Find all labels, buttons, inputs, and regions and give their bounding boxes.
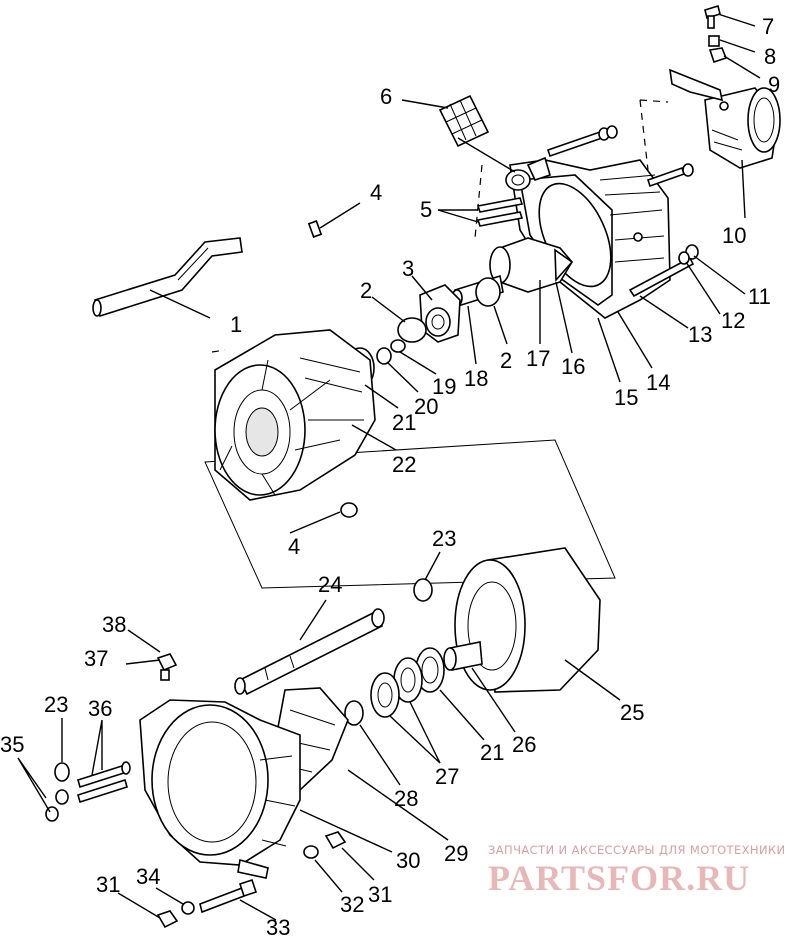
callout-17: 17: [526, 346, 550, 371]
callout-23-upper: 23: [432, 526, 456, 551]
part-bolt-33: [199, 878, 258, 914]
part-washer-34: [181, 901, 195, 915]
callout-3: 3: [402, 256, 414, 281]
part-seal-pair: [370, 657, 423, 718]
callout-24: 24: [318, 572, 342, 597]
part-ring-clip: [397, 317, 427, 343]
callout-5: 5: [420, 197, 432, 222]
part-plug: [340, 502, 358, 518]
part-grease-fitting: [156, 653, 178, 681]
part-grid-gasket: [438, 94, 490, 148]
part-nut-top: [708, 47, 728, 64]
part-shaft-adapter: [443, 641, 483, 671]
part-nut-31-left: [156, 910, 179, 929]
callout-25: 25: [620, 700, 644, 725]
callout-2-left: 2: [360, 278, 372, 303]
callout-10: 10: [722, 223, 746, 248]
part-washer: [376, 347, 392, 365]
callout-1: 1: [230, 312, 242, 337]
callout-9: 9: [768, 72, 780, 97]
watermark-logo: PARTSFOR.RU: [488, 858, 751, 898]
callout-13: 13: [688, 322, 712, 347]
callout-2-right: 2: [500, 348, 512, 373]
callout-4-upper: 4: [370, 180, 382, 205]
part-ring-23-lower: [54, 762, 70, 782]
part-ring-o: [475, 277, 501, 307]
callout-34: 34: [136, 864, 160, 889]
callout-22: 22: [392, 452, 416, 477]
part-nut-31-right: [324, 831, 347, 850]
callout-15: 15: [614, 385, 638, 410]
callout-31-right: 31: [368, 882, 392, 907]
callout-14: 14: [646, 370, 670, 395]
part-washers-35: [45, 789, 69, 822]
assembly-group-outline: [204, 99, 669, 589]
callout-36: 36: [88, 696, 112, 721]
part-washer-32: [303, 845, 319, 859]
part-ring-small: [390, 339, 406, 353]
part-bolt-top: [704, 4, 721, 29]
callout-28: 28: [394, 786, 418, 811]
part-ring-23-upper: [413, 578, 433, 602]
callout-21-lower: 21: [480, 740, 504, 765]
callout-11: 11: [748, 284, 771, 309]
part-studs: [77, 761, 131, 804]
part-long-bolts: [476, 125, 694, 227]
part-hose-tube: [92, 237, 243, 318]
callout-35: 35: [0, 732, 24, 757]
watermark-tagline: ЗАПЧАСТИ И АКСЕССУАРЫ ДЛЯ МОТОТЕХНИКИ: [488, 843, 786, 857]
callout-29: 29: [444, 841, 468, 866]
part-pump-body: [139, 699, 301, 879]
callout-33: 33: [266, 915, 290, 937]
callout-32: 32: [340, 892, 364, 917]
callout-18: 18: [464, 366, 488, 391]
callout-21-upper: 21: [392, 410, 416, 435]
part-driveshaft: [234, 608, 385, 696]
part-number-labels: 1 2 2 3 4 4 5 6 7 8 9 10 11 12 13 14 15 …: [0, 14, 780, 940]
part-cone-hub: [489, 237, 574, 293]
part-bracket: [419, 284, 461, 343]
part-spacer-top: [708, 35, 720, 47]
callout-20: 20: [414, 394, 438, 419]
callout-16: 16: [561, 354, 585, 379]
callout-37: 37: [84, 646, 108, 671]
callout-12: 12: [721, 308, 745, 333]
callout-27: 27: [435, 764, 459, 789]
callout-19: 19: [432, 374, 456, 399]
part-stud-bolt: [628, 244, 699, 298]
callout-30: 30: [396, 848, 420, 873]
callout-26: 26: [512, 732, 536, 757]
callout-8: 8: [764, 44, 776, 69]
callout-38: 38: [102, 612, 126, 637]
part-pin: [307, 220, 323, 238]
callout-31-left: 31: [96, 872, 120, 897]
callout-23-lower: 23: [44, 692, 68, 717]
part-bearing-lower: [415, 647, 445, 693]
part-spacer-sleeve: [344, 700, 364, 726]
leader-lines: [17, 13, 761, 921]
part-steering-nozzle: [669, 68, 781, 169]
part-intake-housing: [214, 329, 376, 501]
callout-7: 7: [762, 14, 774, 39]
callout-6: 6: [380, 84, 392, 109]
callout-4-lower: 4: [288, 534, 300, 559]
watermark: ЗАПЧАСТИ И АКСЕССУАРЫ ДЛЯ МОТОТЕХНИКИ PA…: [488, 843, 788, 899]
